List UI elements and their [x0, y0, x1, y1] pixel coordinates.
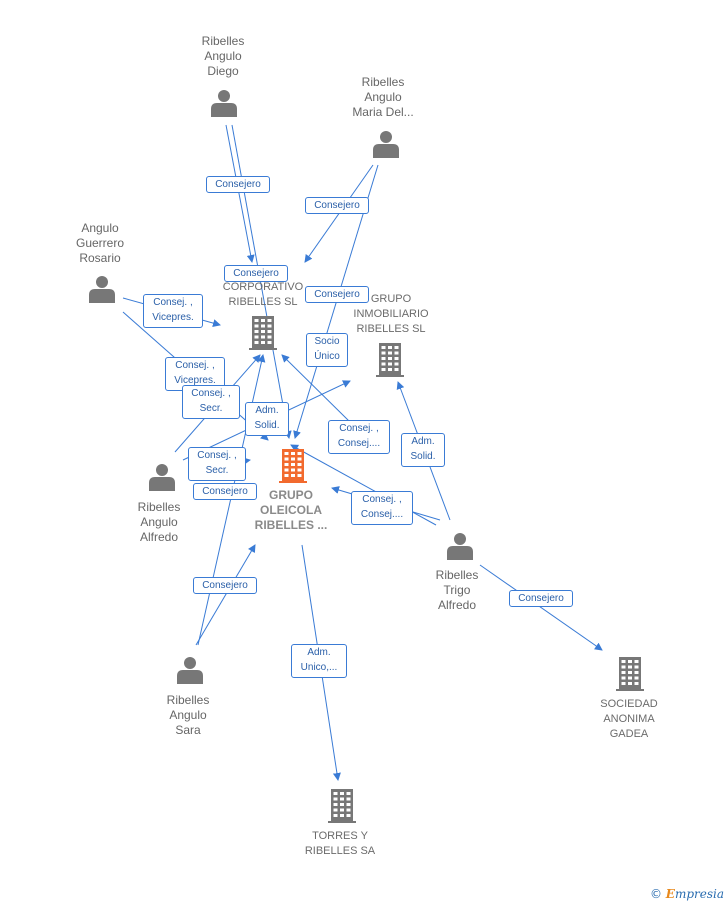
edge-label-maria-consejero[interactable]: Consejero	[305, 197, 369, 214]
node-label-alfredo-angulo[interactable]: Ribelles Angulo Alfredo	[137, 500, 181, 544]
node-label-maria[interactable]: Ribelles Angulo Maria Del...	[352, 75, 414, 119]
node-label-torres[interactable]: TORRES Y RIBELLES SA	[304, 830, 376, 857]
person-icon-maria[interactable]	[373, 131, 399, 158]
edge-label-alfredo-consejero[interactable]: Consejero	[193, 483, 257, 500]
building-icon-gadea[interactable]	[616, 657, 644, 691]
edge-line	[281, 354, 351, 423]
edge-label-trigo-gadea[interactable]: Consejero	[509, 590, 573, 607]
node-label-rosario[interactable]: Angulo Guerrero Rosario	[75, 221, 125, 265]
edge-line	[479, 564, 603, 651]
building-icon-torres[interactable]	[328, 789, 356, 823]
brand-initial: E	[665, 887, 675, 901]
edge-label-socio-unico[interactable]: Socio Único	[306, 333, 348, 367]
edge-label-sara-consejero[interactable]: Consejero	[193, 577, 257, 594]
person-icon-rosario[interactable]	[89, 276, 115, 303]
edge-label-adm-unico[interactable]: Adm. Unico,...	[291, 644, 347, 678]
building-icon-corporativo[interactable]	[249, 316, 277, 350]
edge-label-adm-solid-b[interactable]: Adm. Solid.	[401, 433, 445, 467]
node-label-trigo[interactable]: Ribelles Trigo Alfredo	[435, 568, 479, 612]
node-label-diego[interactable]: Ribelles Angulo Diego	[201, 34, 245, 78]
edge-label-adm-solid-a[interactable]: Adm. Solid.	[245, 402, 289, 436]
node-icons	[89, 90, 644, 823]
edge-line	[195, 544, 256, 646]
building-icon-oleicola[interactable]	[279, 449, 307, 483]
person-icon-diego[interactable]	[211, 90, 237, 117]
edge-label-diego-consejero-b[interactable]: Consejero	[224, 265, 288, 282]
empresia-brand[interactable]: © Empresia	[650, 887, 724, 901]
edge-label-rosario-vicepres[interactable]: Consej. , Vicepres.	[143, 294, 203, 328]
node-label-gadea[interactable]: SOCIEDAD ANONIMA GADEA	[600, 698, 658, 740]
edge-label-maria-consejero-b[interactable]: Consejero	[305, 286, 369, 303]
brand-name: mpresia	[674, 887, 724, 901]
person-icon-sara[interactable]	[177, 657, 203, 684]
edge-line	[225, 124, 255, 263]
node-label-inmobiliario[interactable]: GRUPO INMOBILIARIO RIBELLES SL	[353, 293, 429, 335]
copyright-symbol: ©	[649, 887, 662, 901]
building-icon-inmobiliario[interactable]	[376, 343, 404, 377]
edge-label-alfredo-secr-b[interactable]: Consej. , Secr.	[188, 447, 246, 481]
edge-label-diego-consejero-a[interactable]: Consejero	[206, 176, 270, 193]
edge-label-alfredo-secr-a[interactable]: Consej. , Secr.	[182, 385, 240, 419]
node-label-corporativo[interactable]: CORPORATIVO RIBELLES SL	[222, 281, 304, 308]
person-icon-alfredo-angulo[interactable]	[149, 464, 175, 491]
node-label-sara[interactable]: Ribelles Angulo Sara	[166, 693, 210, 737]
edge-label-trigo-consej-b[interactable]: Consej. , Consej....	[351, 491, 413, 525]
node-label-oleicola[interactable]: GRUPO OLEICOLA RIBELLES ...	[254, 488, 328, 532]
person-icon-trigo[interactable]	[447, 533, 473, 560]
edge-label-trigo-consej-a[interactable]: Consej. , Consej....	[328, 420, 390, 454]
